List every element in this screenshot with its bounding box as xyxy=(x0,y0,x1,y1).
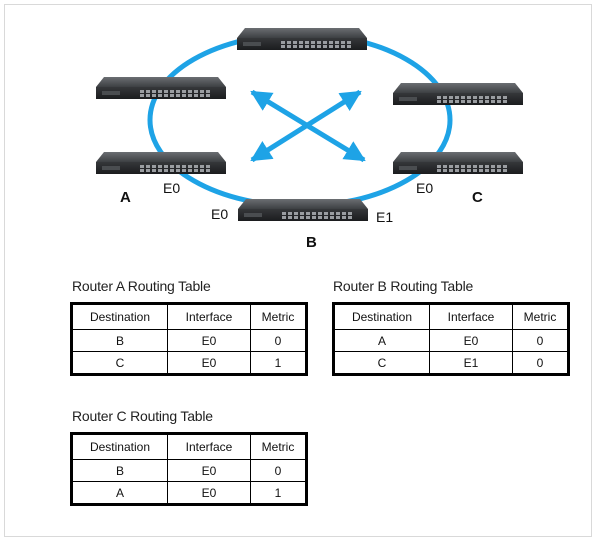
metric-cell: 0 xyxy=(512,351,569,375)
column-header: Metric xyxy=(512,303,569,330)
column-header: Interface xyxy=(167,303,251,330)
metric-cell: 1 xyxy=(250,351,307,375)
metric-cell: 0 xyxy=(512,329,569,352)
table-row: B E0 0 xyxy=(71,329,307,352)
column-header: Interface xyxy=(167,433,251,460)
router-b-table-title: Router B Routing Table xyxy=(333,278,474,294)
interface-cell: E0 xyxy=(167,459,251,482)
router-c-routing-table: Destination Interface Metric B E0 0 A E0… xyxy=(70,432,308,506)
router-upper-right xyxy=(393,83,523,105)
router-c-label: C xyxy=(472,189,483,206)
router-b-label: B xyxy=(306,234,317,251)
router-a-table-title: Router A Routing Table xyxy=(72,278,211,294)
router-a-e0-label: E0 xyxy=(163,180,181,196)
table-header-row: Destination Interface Metric xyxy=(333,303,569,330)
router-b xyxy=(238,199,368,221)
metric-cell: 0 xyxy=(250,329,307,352)
router-a-label: A xyxy=(120,189,131,206)
table-row: B E0 0 xyxy=(71,459,307,482)
router-c-table-title: Router C Routing Table xyxy=(72,408,213,424)
router-upper-left xyxy=(96,77,226,99)
column-header: Interface xyxy=(429,303,513,330)
router-b-e1-label: E1 xyxy=(376,209,394,225)
column-header: Destination xyxy=(333,303,430,330)
destination-cell: C xyxy=(333,351,430,375)
figure-frame xyxy=(4,4,592,537)
destination-cell: C xyxy=(71,351,168,375)
interface-cell: E1 xyxy=(429,351,513,375)
router-c-e0-label: E0 xyxy=(416,180,434,196)
router-c xyxy=(393,152,523,174)
table-row: C E0 1 xyxy=(71,351,307,375)
column-header: Metric xyxy=(250,303,307,330)
column-header: Destination xyxy=(71,303,168,330)
table-header-row: Destination Interface Metric xyxy=(71,303,307,330)
interface-cell: E0 xyxy=(167,351,251,375)
interface-cell: E0 xyxy=(429,329,513,352)
destination-cell: B xyxy=(71,459,168,482)
destination-cell: B xyxy=(71,329,168,352)
router-b-routing-table: Destination Interface Metric A E0 0 C E1… xyxy=(332,302,570,376)
router-a-routing-table: Destination Interface Metric B E0 0 C E0… xyxy=(70,302,308,376)
router-a xyxy=(96,152,226,174)
table-header-row: Destination Interface Metric xyxy=(71,433,307,460)
metric-cell: 1 xyxy=(250,481,307,505)
table-row: A E0 0 xyxy=(333,329,569,352)
router-top xyxy=(237,28,367,50)
crossing-arrow-2 xyxy=(250,89,362,163)
metric-cell: 0 xyxy=(250,459,307,482)
interface-cell: E0 xyxy=(167,329,251,352)
destination-cell: A xyxy=(333,329,430,352)
column-header: Metric xyxy=(250,433,307,460)
table-row: C E1 0 xyxy=(333,351,569,375)
column-header: Destination xyxy=(71,433,168,460)
table-row: A E0 1 xyxy=(71,481,307,505)
router-b-e0-label: E0 xyxy=(211,206,229,222)
interface-cell: E0 xyxy=(167,481,251,505)
destination-cell: A xyxy=(71,481,168,505)
